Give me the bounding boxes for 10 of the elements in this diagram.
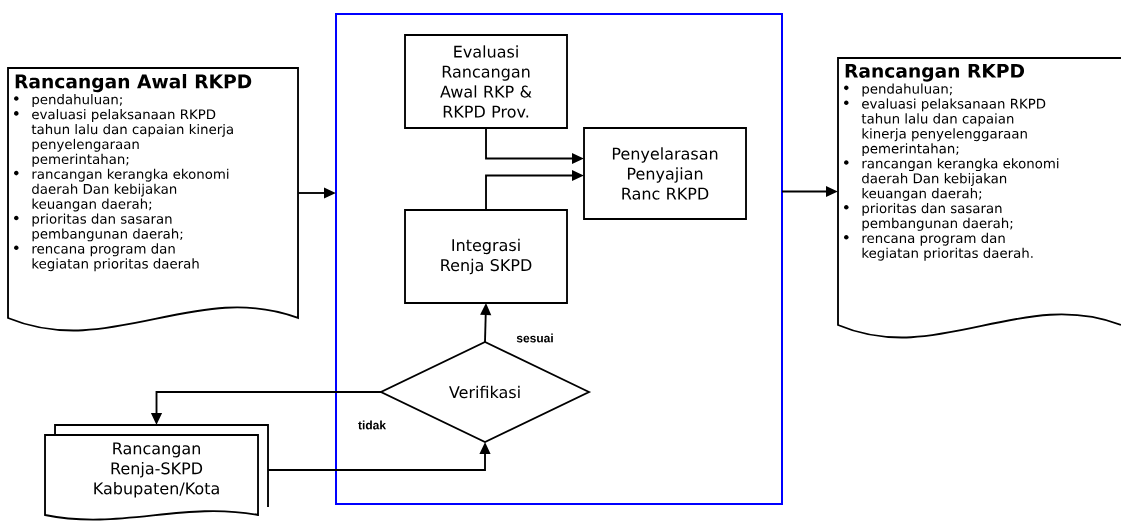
process-box: Evaluasi Rancangan Awal RKP & RKPD Prov. <box>404 34 568 129</box>
process-box: Penyelarasan Penyajian Ranc RKPD <box>583 127 747 220</box>
node-label: rancangan kerangka ekonomi daerah Dan kebijakan keuangan daerah; <box>862 158 1059 201</box>
node-label: Rancangan RKPD <box>845 63 1025 82</box>
container-box <box>335 13 783 505</box>
node-label: prioritas dan sasaran pembangunan daerah; <box>862 202 1013 231</box>
node-label: rencana program dan kegiatan prioritas daerah. <box>862 232 1033 261</box>
node-label: evaluasi pelaksanaan RKPD tahun lalu dan capaian kinerja penyelenggaraan pemerintahan; <box>861 98 1046 157</box>
process-box: Integrasi Renja SKPD <box>404 209 568 304</box>
node-label: pendahuluan; <box>862 83 952 97</box>
